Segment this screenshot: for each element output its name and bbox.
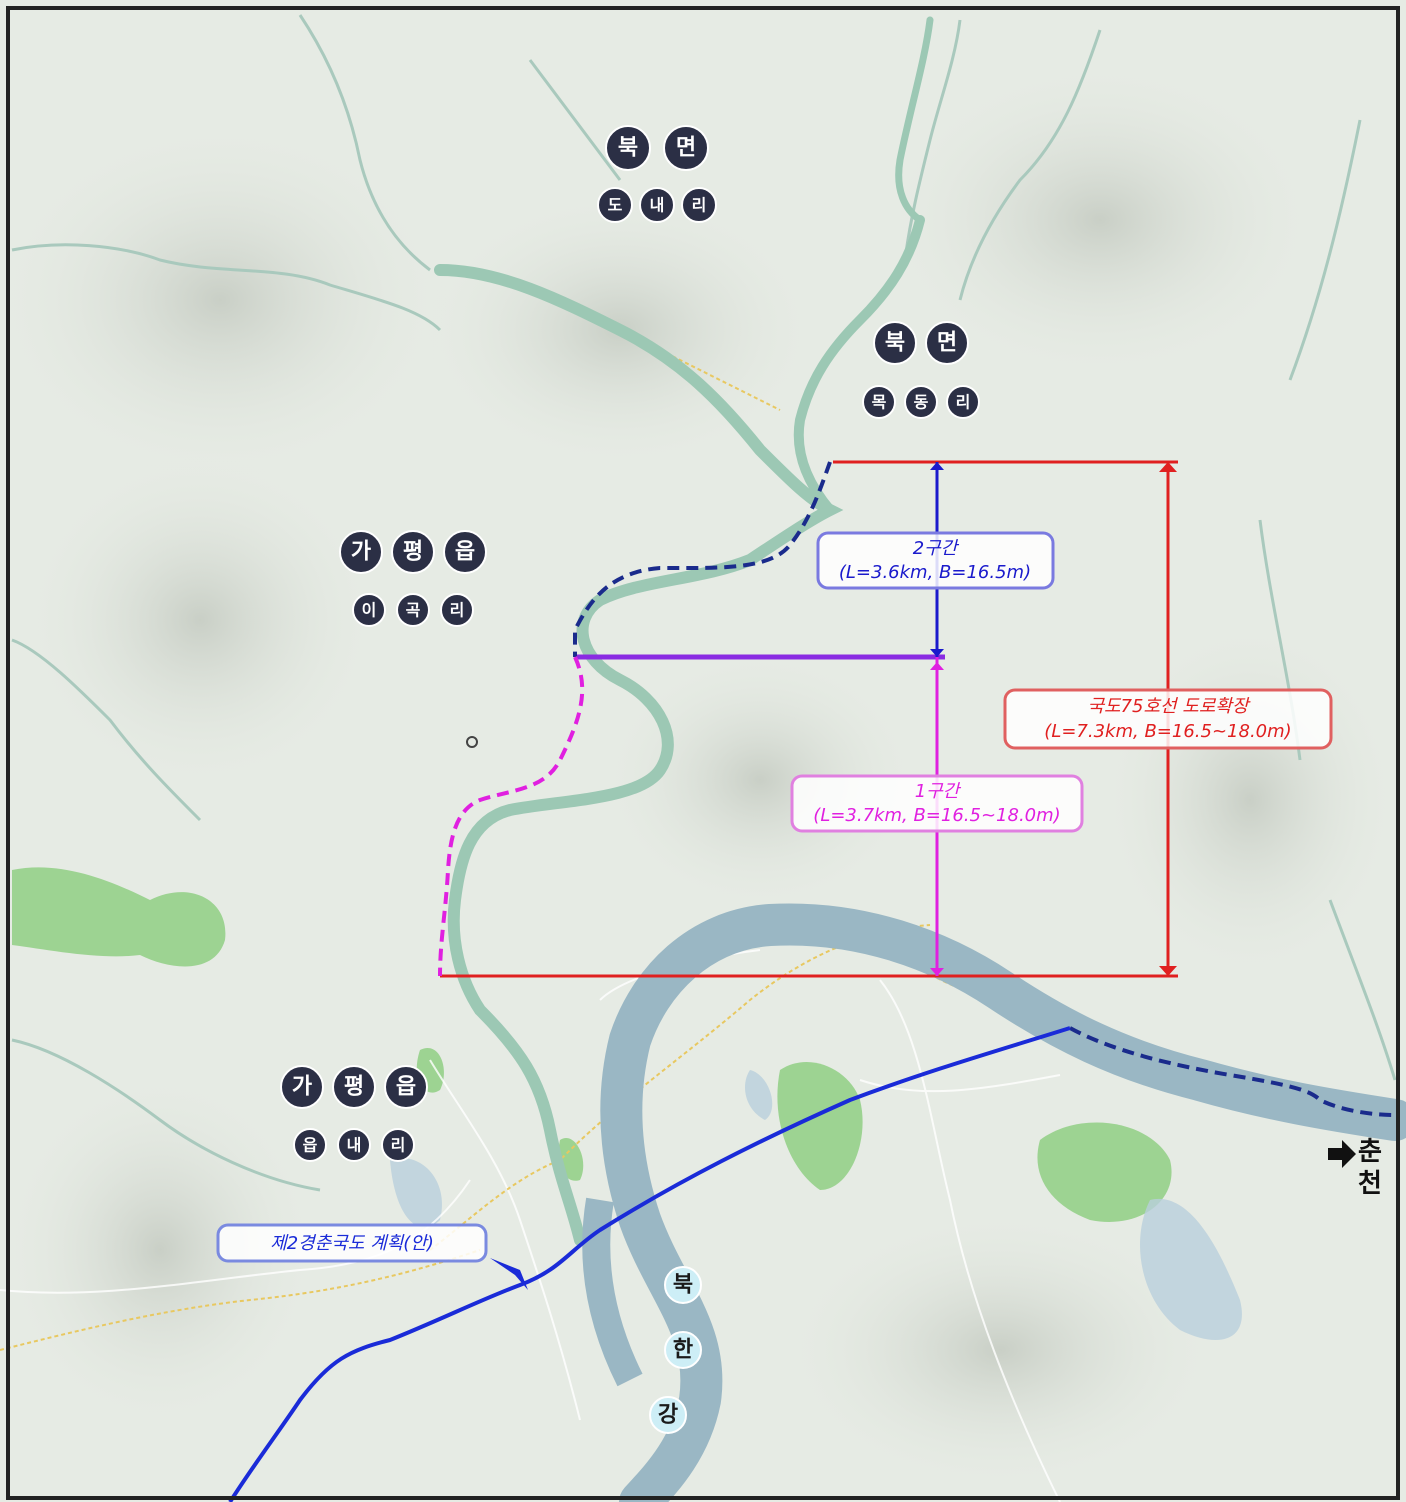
place-bukmyeon-2: 북 면목 동 리 [862, 321, 980, 419]
place-name-circle [391, 530, 435, 574]
place-sub-circle [681, 187, 717, 223]
place-sub-char: 도 [608, 196, 623, 215]
section1-label: 1구간 (L=3.7km, B=16.5~18.0m) [790, 774, 1084, 833]
river-name-label: 북한강 [649, 1266, 702, 1434]
map-border [6, 6, 1400, 1500]
place-name-circle [280, 1065, 324, 1109]
place-sub-char: 리 [450, 601, 465, 620]
streams [11, 14, 1397, 1192]
place-name-circle [605, 125, 651, 171]
place-sub-circle [440, 593, 474, 627]
place-sub-char: 이 [362, 601, 377, 620]
place-name-char: 읍 [455, 540, 475, 565]
place-name-char: 평 [344, 1075, 364, 1100]
section2-title: 2구간 [913, 538, 960, 559]
place-sub-char: 내 [347, 1136, 362, 1155]
place-sub-circle [904, 385, 938, 419]
place-name-circle [332, 1065, 376, 1109]
place-sub-circle [862, 385, 896, 419]
place-sub-char: 동 [914, 393, 929, 412]
total-detail: (L=7.3km, B=16.5~18.0m) [1044, 721, 1291, 742]
place-name-char: 북 [618, 136, 638, 161]
gapyeongcheon-stream [434, 264, 844, 1246]
place-name-char: 북 [885, 331, 905, 356]
total-title: 국도75호선 도로확장 [1087, 696, 1251, 717]
river-name-circle [664, 1331, 702, 1369]
place-sub-circle [946, 385, 980, 419]
section1-detail: (L=3.7km, B=16.5~18.0m) [813, 805, 1060, 826]
place-name-circle [873, 321, 917, 365]
place-sub-char: 목 [872, 393, 887, 412]
place-name-circle [925, 321, 969, 365]
place-name-char: 가 [351, 540, 371, 565]
place-name-char: 면 [937, 331, 957, 356]
upper-stream [895, 16, 934, 224]
route-75-section1 [438, 656, 585, 977]
plan-route-line [228, 1026, 1071, 1502]
small-point-marker [466, 736, 478, 748]
section2-label: 2구간 (L=3.6km, B=16.5m) [816, 531, 1055, 590]
place-sub-circle [639, 187, 675, 223]
river-branch [582, 1197, 643, 1387]
place-name-char: 가 [292, 1075, 312, 1100]
place-sub-circle [396, 593, 430, 627]
destination-char-2: 천 [1358, 1169, 1382, 1199]
place-name-circle [339, 530, 383, 574]
place-sub-circle [293, 1128, 327, 1162]
place-bukmyeon-1: 북 면도 내 리 [597, 125, 717, 223]
plan-callout-pointer [490, 1258, 528, 1290]
river-name-circle [649, 1396, 687, 1434]
place-sub-circle [352, 593, 386, 627]
place-sub-char: 리 [956, 393, 971, 412]
plan-route-text: 제2경춘국도 계획(안) [270, 1233, 434, 1254]
section2-detail: (L=3.6km, B=16.5m) [839, 562, 1031, 583]
destination-chuncheon: 춘 천 [1328, 1137, 1382, 1199]
place-gapyeong-1: 가 평 읍이 곡 리 [339, 530, 487, 627]
place-sub-char: 내 [650, 196, 665, 215]
place-sub-char: 리 [692, 196, 707, 215]
place-name-circle [663, 125, 709, 171]
section-markers [930, 462, 1177, 976]
forest-areas [12, 867, 1172, 1222]
route-east-dashed [1069, 1026, 1396, 1117]
place-name-circle [384, 1065, 428, 1109]
river-name-char: 한 [673, 1338, 693, 1363]
plan-route-label: 제2경춘국도 계획(안) [216, 1223, 488, 1263]
place-sub-circle [337, 1128, 371, 1162]
place-name-circle [443, 530, 487, 574]
mokdong-stream [793, 215, 925, 515]
place-name-char: 읍 [396, 1075, 416, 1100]
wetland-areas [390, 1070, 1242, 1340]
river-name-circle [664, 1266, 702, 1304]
route-75-section2 [573, 461, 832, 657]
river-name-char: 강 [658, 1403, 678, 1428]
place-name-char: 면 [676, 136, 696, 161]
place-sub-char: 곡 [406, 601, 421, 620]
place-sub-char: 리 [391, 1136, 406, 1155]
place-sub-circle [597, 187, 633, 223]
destination-char-1: 춘 [1358, 1137, 1382, 1167]
place-sub-circle [381, 1128, 415, 1162]
place-name-char: 평 [403, 540, 423, 565]
total-section-label: 국도75호선 도로확장 (L=7.3km, B=16.5~18.0m) [1003, 688, 1333, 750]
hill-shading [0, 60, 1400, 1490]
section1-title: 1구간 [915, 781, 962, 802]
arrow-right-icon [1328, 1140, 1356, 1168]
place-sub-char: 읍 [303, 1136, 318, 1155]
river-name-char: 북 [673, 1273, 693, 1298]
